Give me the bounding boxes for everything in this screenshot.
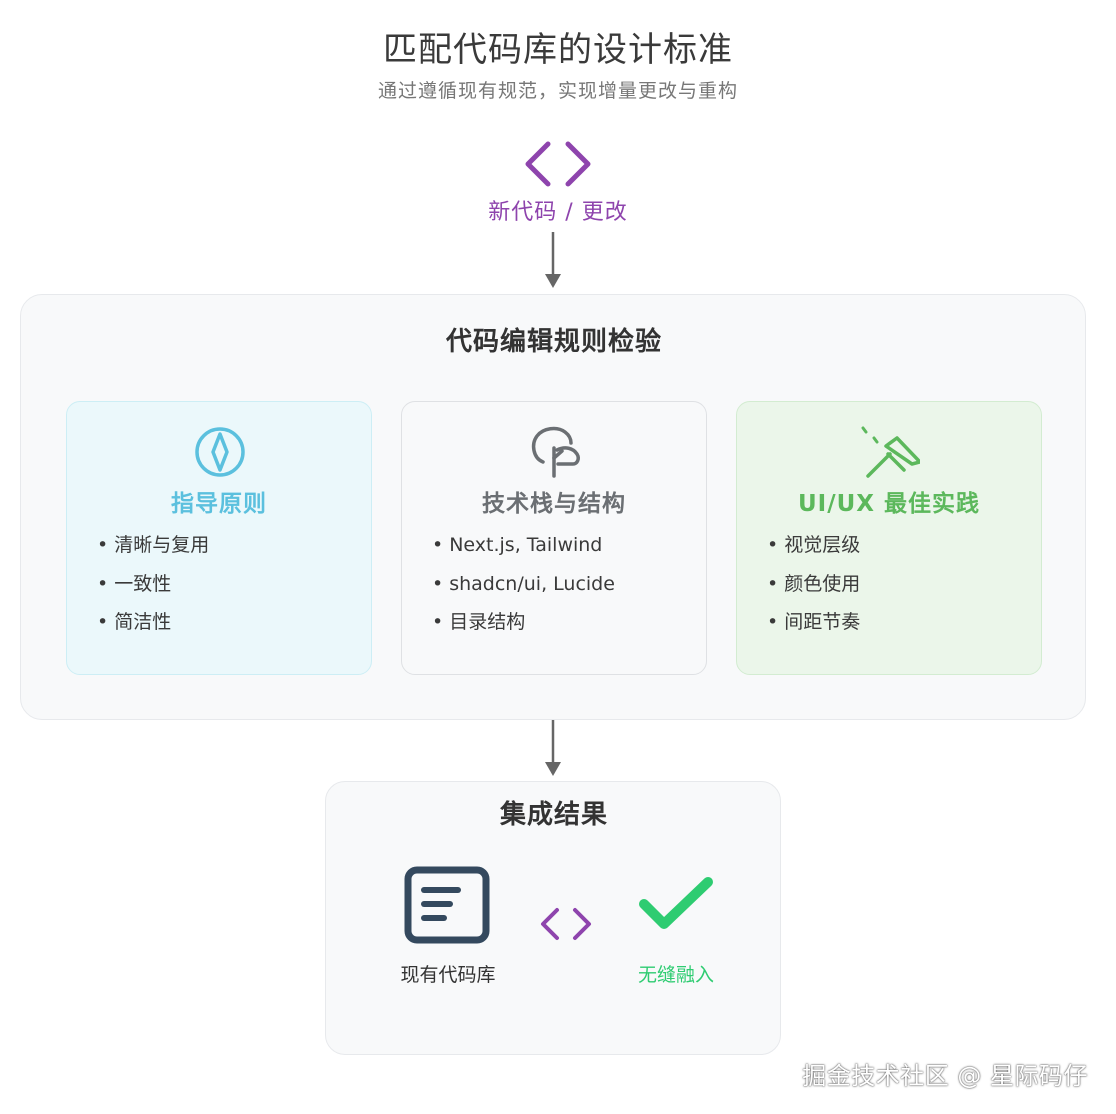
list-item: Next.js, Tailwind <box>432 534 615 573</box>
list-item: 视觉层级 <box>767 534 860 573</box>
list-item: 间距节奏 <box>767 611 860 650</box>
seamless-integration-label: 无缝融入 <box>637 964 714 986</box>
watermark: 掘金技术社区 @ 星际码仔 <box>802 1062 1088 1090</box>
magic-wand-icon <box>861 426 920 478</box>
compass-icon <box>195 427 245 477</box>
list-item: 清晰与复用 <box>97 534 209 573</box>
existing-codebase-label: 现有代码库 <box>400 964 496 986</box>
rule-check-title: 代码编辑规则检验 <box>445 327 662 357</box>
result-title: 集成结果 <box>499 800 608 830</box>
card-tech-stack: 技术栈与结构 Next.js, Tailwind shadcn/ui, Luci… <box>401 401 707 675</box>
card-title: 指导原则 <box>171 491 267 517</box>
flow-arrow-down <box>545 720 561 776</box>
card-list: 视觉层级 颜色使用 间距节奏 <box>767 534 860 650</box>
page-subtitle: 通过遵循现有规范，实现增量更改与重构 <box>377 80 738 102</box>
card-title: UI/UX 最佳实践 <box>797 491 981 517</box>
code-brackets-icon <box>525 141 591 187</box>
checkmark-icon <box>639 877 713 929</box>
list-item: 简洁性 <box>97 611 209 650</box>
document-icon <box>404 866 490 944</box>
list-item: shadcn/ui, Lucide <box>432 573 615 612</box>
tree-icon <box>531 426 580 478</box>
card-uiux-best-practices: UI/UX 最佳实践 视觉层级 颜色使用 间距节奏 <box>736 401 1042 675</box>
card-title: 技术栈与结构 <box>482 491 626 517</box>
card-guiding-principles: 指导原则 清晰与复用 一致性 简洁性 <box>66 401 372 675</box>
card-list: Next.js, Tailwind shadcn/ui, Lucide 目录结构 <box>432 534 615 650</box>
list-item: 目录结构 <box>432 611 615 650</box>
integration-result-panel: 集成结果 现有代码库 无缝融入 <box>325 781 781 1055</box>
new-code-label: 新代码 / 更改 <box>488 200 628 225</box>
page-title: 匹配代码库的设计标准 <box>383 30 733 70</box>
card-list: 清晰与复用 一致性 简洁性 <box>97 534 209 650</box>
code-brackets-icon <box>541 908 591 940</box>
flow-arrow-down <box>545 232 561 288</box>
list-item: 颜色使用 <box>767 573 860 612</box>
rule-check-panel: 代码编辑规则检验 指导原则 清晰与复用 一致性 简洁性 技术栈与结构 Next.… <box>20 294 1086 720</box>
list-item: 一致性 <box>97 573 209 612</box>
